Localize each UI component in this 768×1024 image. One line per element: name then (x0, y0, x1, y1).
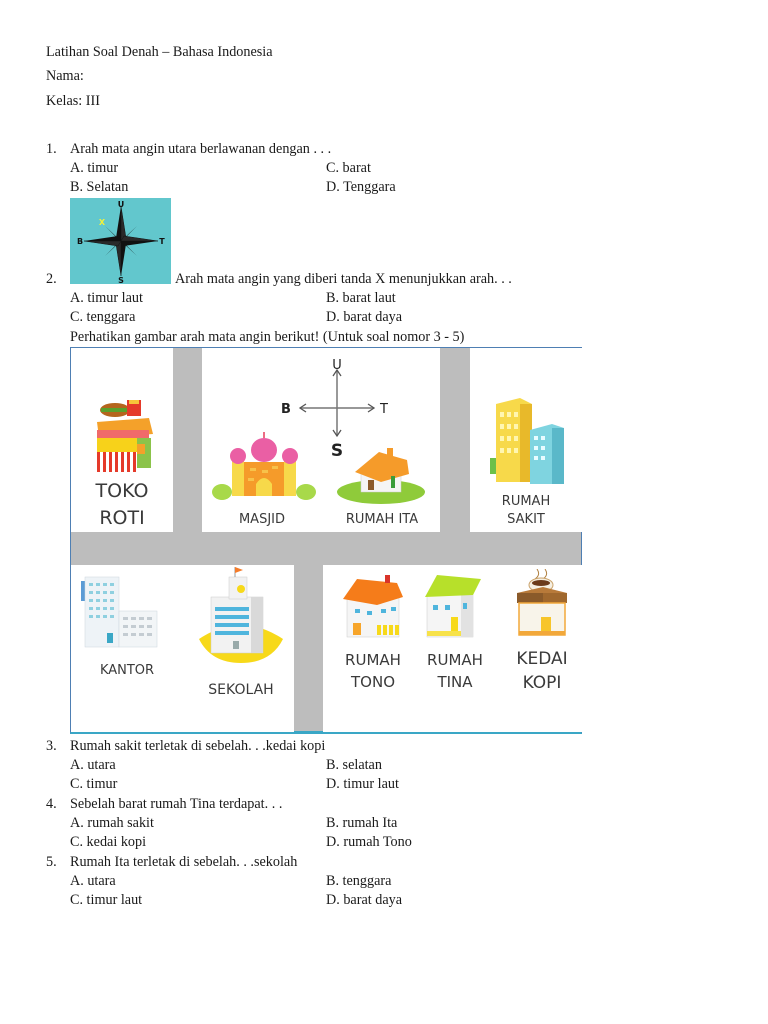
direction-cross-icon: U S B T (278, 358, 388, 463)
label-rumah-sakit-line1: RUMAH (501, 494, 551, 509)
block-rumah-tono-tina-kedai: RUMAH TONO RUMAH TINA (323, 565, 582, 732)
option-d: D. barat daya (326, 309, 403, 325)
option-a: A. rumah sakit (70, 815, 154, 831)
hospital-icon (490, 394, 568, 491)
option-a: A. timur (70, 160, 119, 176)
bakery-icon (93, 398, 157, 485)
question-text: Rumah Ita terletak di sebelah. . .sekola… (70, 854, 298, 870)
label-rumah-tono-line2: TONO (351, 673, 395, 691)
option-c: C. barat (326, 160, 371, 176)
label-rumah-tina-line2: TINA (437, 673, 473, 691)
label-kedai-kopi-line1: KEDAI (516, 649, 568, 669)
label-rumah-sakit-line2: SAKIT (507, 511, 545, 527)
svg-text:B: B (281, 402, 291, 417)
svg-text:B: B (77, 237, 83, 246)
option-b: B. selatan (326, 757, 382, 773)
option-b: B. tenggara (326, 873, 392, 889)
option-b: B. rumah Ita (326, 815, 398, 831)
question-text: Rumah sakit terletak di sebelah. . .keda… (70, 738, 326, 754)
question-number: 1. (46, 141, 57, 157)
label-masjid: MASJID (238, 512, 286, 527)
svg-text:U: U (118, 200, 125, 209)
question-number: 5. (46, 854, 57, 870)
neighborhood-map: TOKO ROTI U S B T (70, 347, 582, 734)
option-b: B. Selatan (70, 179, 129, 195)
question-number: 3. (46, 738, 57, 754)
label-rumah-tina-line1: RUMAH (427, 651, 483, 669)
svg-text:S: S (118, 276, 124, 284)
svg-text:U: U (332, 358, 342, 373)
worksheet-title: Latihan Soal Denah – Bahasa Indonesia (46, 44, 273, 60)
option-d: D. timur laut (326, 776, 399, 792)
option-d: D. barat daya (326, 892, 403, 908)
map-instruction: Perhatikan gambar arah mata angin beriku… (70, 329, 465, 345)
question-number: 4. (46, 796, 57, 812)
option-a: A. utara (70, 757, 116, 773)
school-icon (197, 567, 285, 672)
label-rumah-ita: RUMAH ITA (345, 512, 419, 527)
option-d: D. rumah Tono (326, 834, 412, 850)
house-tina-icon (421, 571, 485, 644)
block-rumah-sakit: RUMAH SAKIT (470, 348, 582, 532)
question-number: 2. (46, 271, 57, 287)
label-kedai-kopi-line2: KOPI (522, 673, 562, 694)
label-rumah-tono-line1: RUMAH (345, 651, 401, 669)
question-text: Sebelah barat rumah Tina terdapat. . . (70, 796, 283, 812)
mosque-icon (212, 432, 316, 505)
block-masjid-rumah-ita: U S B T MASJID (202, 348, 440, 532)
option-c: C. tenggara (70, 309, 136, 325)
block-kantor-sekolah: KANTOR SEKOLAH (71, 565, 294, 732)
option-a: A. timur laut (70, 290, 143, 306)
question-text: Arah mata angin utara berlawanan dengan … (70, 141, 332, 157)
label-sekolah: SEKOLAH (208, 682, 274, 698)
block-toko-roti: TOKO ROTI (71, 348, 173, 532)
option-d: D. Tenggara (326, 179, 396, 195)
svg-text:T: T (159, 237, 165, 246)
option-a: A. utara (70, 873, 116, 889)
label-toko-roti-line1: TOKO (95, 480, 149, 502)
svg-text:S: S (331, 441, 343, 458)
label-kantor: KANTOR (99, 663, 155, 678)
name-label: Nama: (46, 68, 84, 84)
question-text: Arah mata angin yang diberi tanda X menu… (175, 271, 512, 287)
compass-rose-icon: U S B T X (77, 200, 165, 284)
svg-text:X: X (99, 218, 106, 227)
compass-rose-image: U S B T X (70, 198, 171, 284)
office-icon (81, 575, 163, 654)
option-b: B. barat laut (326, 290, 396, 306)
option-c: C. kedai kopi (70, 834, 147, 850)
class-label: Kelas: III (46, 93, 100, 109)
house-ita-icon (335, 448, 427, 509)
house-tono-icon (341, 575, 405, 644)
option-c: C. timur laut (70, 892, 143, 908)
option-c: C. timur (70, 776, 118, 792)
coffee-shop-icon (515, 568, 569, 644)
label-toko-roti-line2: ROTI (99, 506, 145, 529)
svg-text:T: T (379, 402, 388, 417)
